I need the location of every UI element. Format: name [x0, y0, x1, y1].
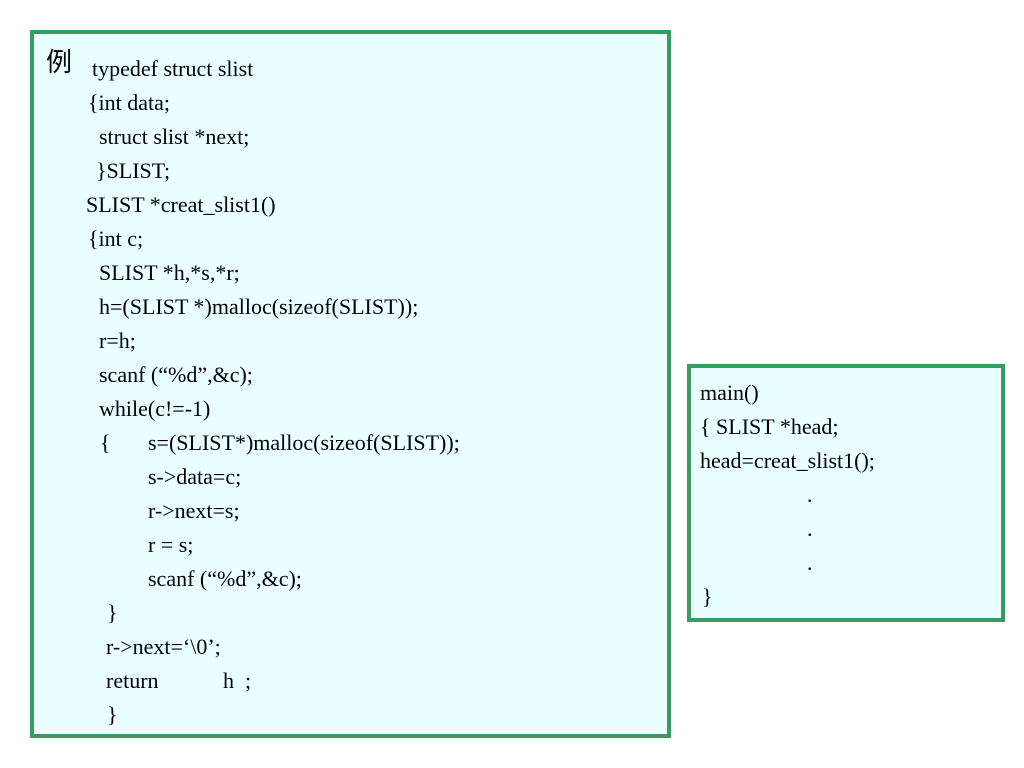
code-line: } — [107, 600, 118, 625]
code-line: main() — [700, 380, 759, 405]
code-line: while(c!=-1) — [99, 396, 211, 421]
code-line: {int data; — [88, 90, 171, 115]
code-line: s=(SLIST*)malloc(sizeof(SLIST)); — [148, 430, 460, 455]
main-function-panel: main() { SLIST *head; head=creat_slist1(… — [687, 364, 1005, 622]
code-line: . — [807, 550, 813, 575]
code-line: {int c; — [88, 226, 144, 251]
code-line: r=h; — [99, 328, 136, 353]
code-line: { — [100, 430, 111, 455]
code-line: scanf (“%d”,&c); — [148, 566, 302, 591]
code-line: r = s; — [148, 532, 194, 557]
code-line: SLIST *h,*s,*r; — [99, 260, 240, 285]
code-line: }SLIST; — [96, 158, 171, 183]
code-line: typedef struct slist — [92, 56, 254, 81]
code-line: scanf (“%d”,&c); — [99, 362, 253, 387]
code-line: . — [807, 516, 813, 541]
code-line: . — [807, 482, 813, 507]
code-line: head=creat_slist1(); — [700, 448, 875, 473]
code-line: { SLIST *head; — [700, 414, 839, 439]
code-line: r->next=s; — [148, 498, 240, 523]
code-line: return — [106, 668, 159, 693]
code-line: h=(SLIST *)malloc(sizeof(SLIST)); — [99, 294, 419, 319]
main-code-panel: 例 typedef struct slist {int data; struct… — [30, 30, 671, 738]
code-line: SLIST *creat_slist1() — [86, 192, 276, 217]
code-line: h ; — [223, 668, 252, 693]
code-line: } — [107, 702, 118, 727]
code-line: s->data=c; — [148, 464, 242, 489]
code-line: struct slist *next; — [99, 124, 250, 149]
example-label: 例 — [46, 48, 73, 78]
code-line: } — [702, 584, 713, 609]
code-line: r->next=‘\0’; — [106, 634, 221, 659]
